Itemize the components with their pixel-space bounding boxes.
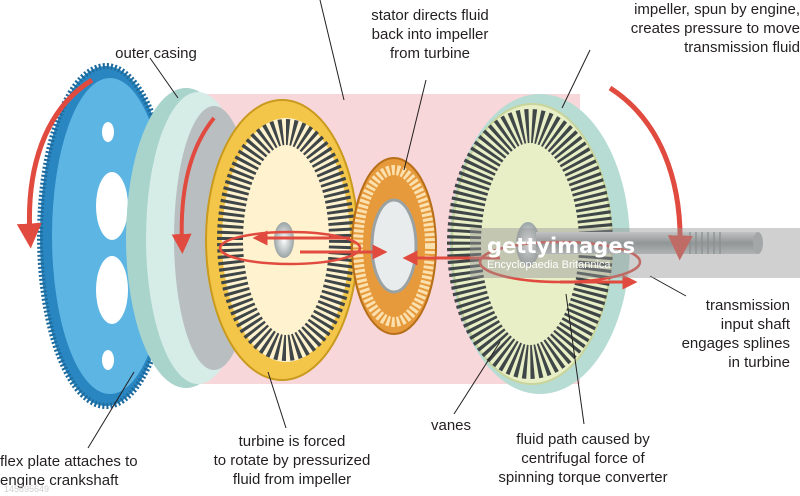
- leader-lines: [87, 0, 687, 449]
- stator-vanes: [353, 165, 435, 327]
- stator: [351, 157, 437, 335]
- stock-id: 145695649: [4, 484, 50, 494]
- leader-stator: [403, 79, 427, 171]
- stator-hub: [370, 198, 418, 294]
- leader-vanes: [453, 341, 501, 415]
- label-flex-plate: flex plate attaches to engine crankshaft: [0, 453, 138, 489]
- leader-input-shaft: [649, 275, 687, 297]
- flex-plate-hole: [96, 256, 128, 324]
- shaft-end: [753, 232, 763, 254]
- leader-fluid-path: [565, 293, 585, 425]
- leader-top: [319, 0, 345, 101]
- label-vanes: vanes: [430, 417, 472, 434]
- flex-plate-bolt-hole: [102, 122, 114, 142]
- label-turbine: turbine is forced to rotate by pressuriz…: [213, 433, 371, 488]
- watermark-logo: gettyimages: [487, 234, 636, 258]
- label-outer-casing: outer casing: [115, 45, 197, 62]
- label-fluid-path: fluid path caused by centrifugal force o…: [498, 431, 668, 486]
- turbine-hub: [274, 222, 294, 258]
- rotation-arrow-flex-plate: [16, 77, 94, 249]
- leader-flex-plate: [87, 371, 135, 449]
- turbine-vanes: [217, 119, 355, 361]
- fluid-path: [218, 230, 642, 290]
- label-input-shaft: transmission input shaft engages splines…: [681, 297, 790, 371]
- leader-turbine: [267, 371, 287, 429]
- rotation-arrow-impeller: [608, 85, 693, 261]
- turbine: [205, 99, 359, 381]
- label-stator: stator directs fluid back into impeller …: [371, 7, 489, 62]
- leader-outer-casing: [149, 57, 179, 99]
- flex-plate-hole: [96, 172, 128, 240]
- watermark-band: [470, 228, 800, 278]
- watermark-credit: Encyclopaedia Britannica: [487, 259, 611, 271]
- label-impeller: impeller, spun by engine, creates pressu…: [630, 1, 800, 56]
- fluid-loop-turbine: [218, 230, 362, 266]
- flex-plate-bolt-hole: [102, 350, 114, 370]
- leader-impeller: [561, 49, 591, 109]
- rotation-arrow-turbine: [171, 116, 216, 254]
